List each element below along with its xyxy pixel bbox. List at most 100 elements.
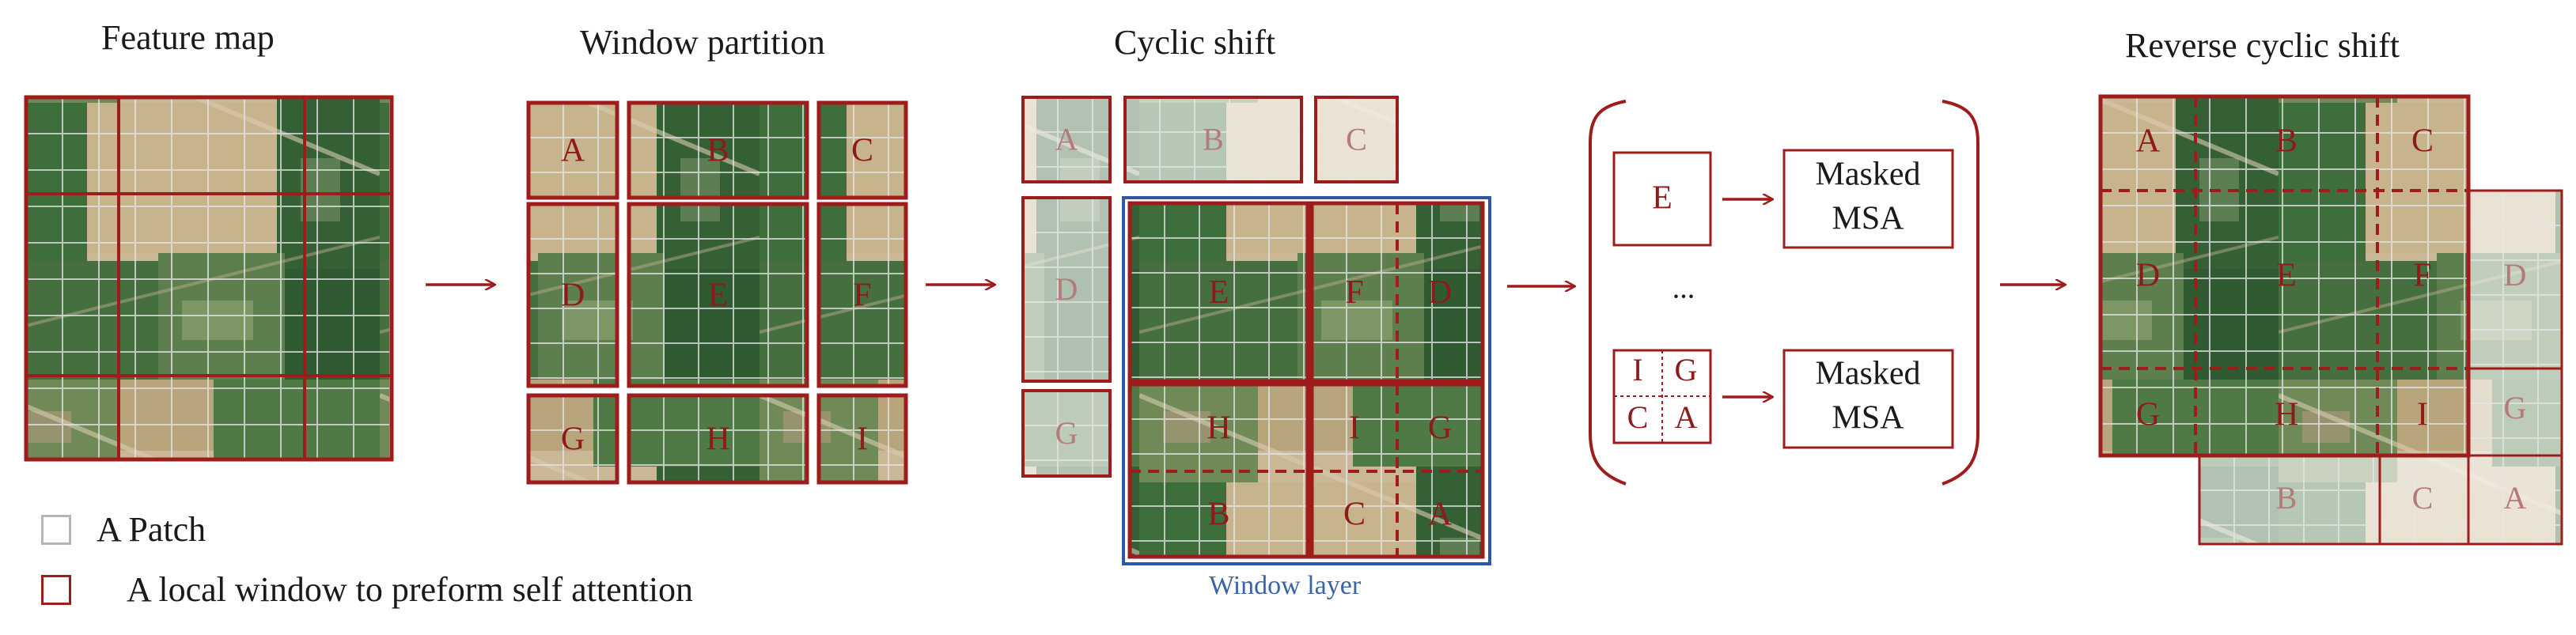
window-a: [526, 100, 619, 200]
window-label-c: C: [851, 133, 873, 169]
window-layer-caption: Window layer: [1209, 571, 1362, 600]
reverse-map-border: [2098, 94, 2471, 458]
faded-window-d: [1021, 196, 1112, 383]
masked-msa-label: MSA: [1832, 400, 1904, 437]
faded-window-a: [1021, 96, 1112, 183]
satellite-patch: [629, 103, 807, 198]
patch-grid: [819, 103, 906, 198]
shifted-window-e: [1127, 201, 1310, 384]
ellipsis: ...: [1673, 272, 1695, 305]
window-legend-swatch: [41, 575, 71, 605]
faded-overlay: [1316, 97, 1397, 182]
patch-grid: [819, 395, 906, 482]
patch-grid: [1397, 203, 1483, 381]
faded-overlay: [2468, 191, 2562, 369]
satellite-patch: [2101, 96, 2468, 455]
masked-msa-box-top: [1782, 149, 1954, 249]
feature-map-title: Feature map: [101, 18, 275, 57]
faded-overlay: [1125, 97, 1301, 182]
faded-overlay: [2380, 455, 2468, 544]
reverse-label-b: B: [2275, 123, 2298, 160]
masked-msa-box-bottom: [1782, 349, 1954, 449]
faded-label-a: A: [1055, 122, 1078, 157]
satellite-patch: [1130, 471, 1308, 557]
reverse-label-d: D: [2136, 258, 2160, 294]
patch-grid: [528, 204, 617, 386]
shifted-label-i: I: [1349, 410, 1360, 447]
shifted-label-g: G: [1428, 410, 1452, 447]
patch-grid: [1130, 471, 1308, 557]
attention-label-g: G: [1675, 352, 1698, 387]
patch-grid: [629, 103, 807, 198]
shifted-label-f: F: [1345, 274, 1363, 311]
satellite-patch: [1397, 203, 1483, 381]
faded-label-c: C: [1346, 122, 1367, 157]
window-label-i: I: [857, 421, 868, 458]
window-g: [526, 393, 619, 485]
faded-overlay: [1023, 97, 1110, 182]
window-label-a: A: [561, 133, 585, 169]
window-c: [816, 100, 908, 200]
satellite-patch: [1312, 471, 1397, 557]
faded-window-a: [2467, 454, 2563, 546]
window-label-f: F: [853, 278, 871, 314]
cyclic-shift-title: Cyclic shift: [1114, 23, 1276, 62]
satellite-patch: [629, 395, 807, 482]
faded-window-b: [1123, 96, 1303, 183]
satellite-patch: [819, 204, 906, 386]
reverse-cyclic-shift-title: Reverse cyclic shift: [2125, 26, 2400, 65]
patch-grid: [2468, 191, 2562, 369]
feature-map-border: [24, 95, 394, 462]
reverse-label-e: E: [2276, 258, 2297, 294]
shifted-label-h: H: [1207, 410, 1230, 447]
shifted-label-e: E: [1209, 274, 1229, 311]
satellite-patch: [528, 395, 617, 482]
reverse-faded-label-b: B: [2276, 480, 2298, 516]
satellite-patch: [629, 204, 807, 386]
attention-label-e: E: [1652, 180, 1673, 217]
satellite-patch: [1312, 384, 1397, 471]
faded-overlay: [2468, 455, 2562, 544]
satellite-patch: [819, 395, 906, 482]
window-label-e: E: [708, 278, 729, 314]
faded-overlay: [1023, 391, 1110, 476]
satellite-patch: [1397, 384, 1483, 471]
patch-grid: [2101, 96, 2468, 455]
patch-grid: [819, 204, 906, 386]
window-label-g: G: [561, 421, 585, 458]
reverse-label-f: F: [2413, 258, 2431, 294]
patch-grid: [629, 204, 807, 386]
left-bracket: [1589, 100, 1627, 486]
satellite-patch: [1397, 471, 1483, 557]
satellite-patch: [1130, 203, 1308, 381]
masked-msa-label: MSA: [1832, 201, 1904, 237]
patch-grid: [1397, 471, 1483, 557]
satellite-patch: [1312, 203, 1397, 381]
patch-grid: [1130, 384, 1308, 471]
patch-grid: [2468, 369, 2562, 455]
patch-grid: [2468, 455, 2562, 544]
patch-grid: [1312, 471, 1397, 557]
window-label-b: B: [707, 133, 729, 169]
patch-grid: [1312, 203, 1397, 381]
faded-overlay: [2468, 369, 2562, 455]
patch-grid: [528, 395, 617, 482]
reverse-faded-label-g: G: [2504, 390, 2527, 425]
window-d: [526, 202, 619, 388]
satellite-patch: [819, 103, 906, 198]
masked-msa-label: Masked: [1816, 356, 1921, 392]
faded-window-g: [1021, 389, 1112, 478]
patch-grid: [629, 395, 807, 482]
reverse-label-c: C: [2411, 123, 2434, 160]
satellite-patch: [528, 103, 617, 198]
shifted-label-c: C: [1343, 497, 1366, 533]
patch-grid: [528, 103, 617, 198]
faded-label-g: G: [1055, 415, 1078, 451]
patch-grid: [2380, 455, 2468, 544]
reverse-faded-label-a: A: [2504, 480, 2527, 516]
reverse-label-a: A: [2136, 123, 2161, 160]
patch-grid: [1125, 97, 1301, 182]
patch-grid: [1023, 97, 1110, 182]
